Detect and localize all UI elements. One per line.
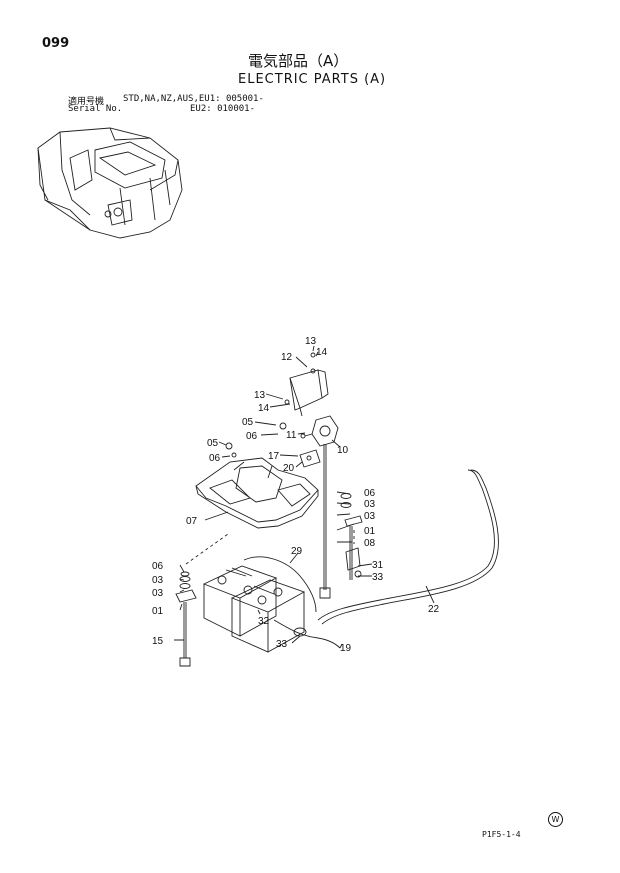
callout-14: 14 <box>258 403 270 414</box>
callout-06: 06 <box>152 561 164 572</box>
relay-mount-bracket <box>299 449 321 468</box>
battery-clamp <box>344 515 363 580</box>
callout-19: 19 <box>340 643 352 654</box>
callout-20: 20 <box>283 463 295 474</box>
callout-06: 06 <box>209 453 221 464</box>
page-title-jp: 電気部品（A） <box>248 52 349 70</box>
battery-cable <box>317 469 495 621</box>
callout-22: 22 <box>428 604 440 615</box>
battery-left <box>202 565 278 637</box>
callout-08: 08 <box>364 538 376 549</box>
callout-06: 06 <box>246 431 258 442</box>
callout-01: 01 <box>152 606 164 617</box>
callout-12: 12 <box>281 352 293 363</box>
callout-01: 01 <box>364 526 376 537</box>
callout-05: 05 <box>242 417 254 428</box>
serial-label-jp: 適用号機 <box>68 97 105 107</box>
callout-03: 03 <box>364 499 376 510</box>
callout-33: 33 <box>276 639 288 650</box>
callout-06: 06 <box>364 488 376 499</box>
battery-tray <box>195 457 319 529</box>
machine-overview-illustration <box>37 127 183 239</box>
serial-range-2: EU2: 010001- <box>190 104 256 114</box>
callout-14: 14 <box>316 347 328 358</box>
page-title: ELECTRIC PARTS (A) <box>238 72 387 87</box>
battery-cable-29 <box>243 556 317 613</box>
callout-05: 05 <box>207 438 219 449</box>
callout-32: 32 <box>258 616 270 627</box>
callout-10: 10 <box>337 445 349 456</box>
callout-13: 13 <box>305 336 317 347</box>
callout-31: 31 <box>372 560 384 571</box>
battery-hold-rod <box>175 589 197 667</box>
callout-33: 33 <box>372 572 384 583</box>
callout-17: 17 <box>268 451 280 462</box>
battery-relay-bracket <box>289 368 329 417</box>
callout-07: 07 <box>186 516 198 527</box>
region-mark: W <box>548 812 563 827</box>
serial-label: Serial No. <box>68 104 123 114</box>
callout-29: 29 <box>291 546 303 557</box>
callout-03: 03 <box>152 588 164 599</box>
callout-03: 03 <box>364 511 376 522</box>
battery-right <box>230 579 306 653</box>
callout-15: 15 <box>152 636 164 647</box>
serial-range-1: STD,NA,NZ,AUS,EU1: 005001- <box>123 94 264 104</box>
callout-13: 13 <box>254 390 266 401</box>
figure-code: P1F5-1-4 <box>482 830 521 839</box>
callout-03: 03 <box>152 575 164 586</box>
page-number: 099 <box>42 36 70 51</box>
callout-labels: 13 14 12 13 14 05 06 11 10 05 06 17 20 0… <box>152 336 440 654</box>
callout-11: 11 <box>286 430 297 441</box>
ground-cable <box>273 619 341 649</box>
